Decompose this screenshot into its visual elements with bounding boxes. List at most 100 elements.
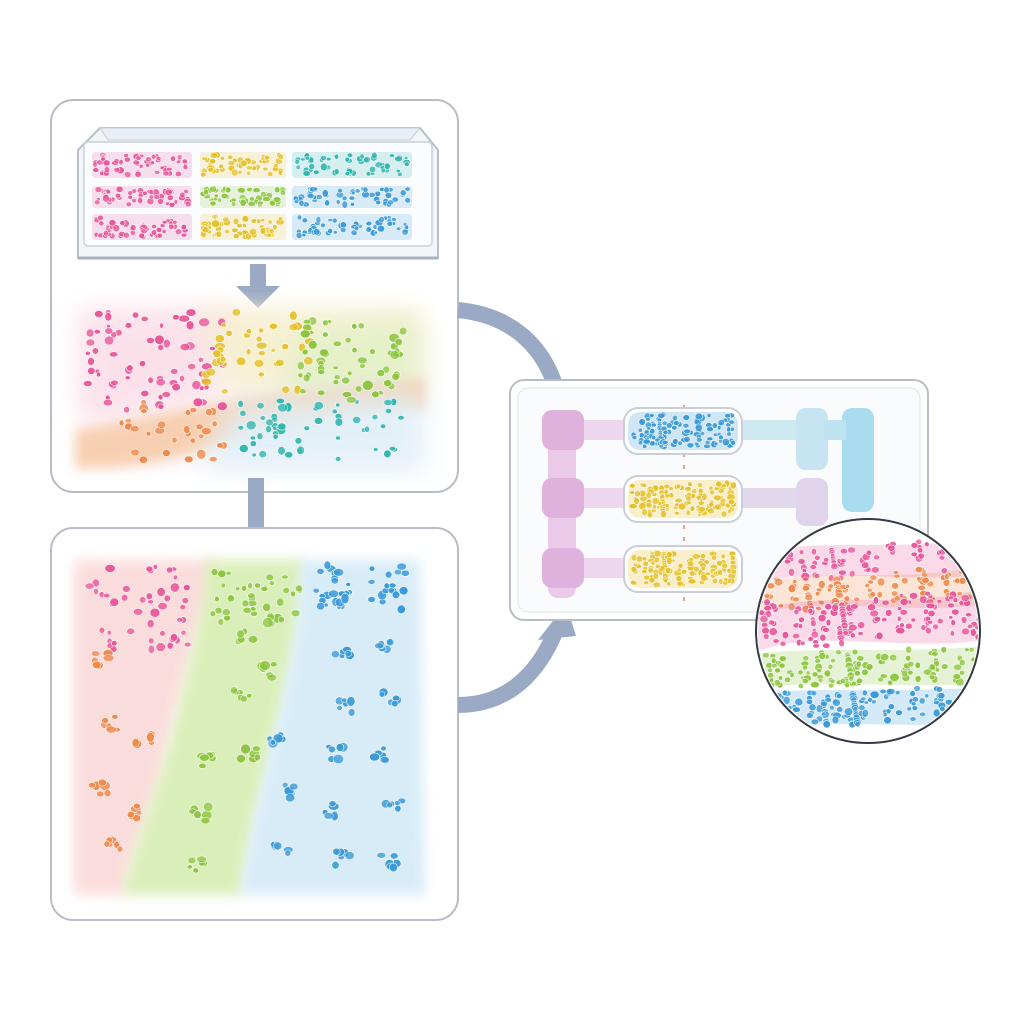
- channel-cell: [629, 483, 636, 489]
- zoom-cell: [969, 628, 977, 637]
- zoom-cell: [760, 681, 767, 686]
- zoom-cell: [763, 593, 771, 599]
- well-cell: [351, 190, 356, 196]
- stripe-cell-pink: [133, 608, 144, 616]
- spread-cell-teal: [380, 423, 387, 429]
- zoom-cell: [810, 619, 817, 628]
- stripe-cluster-blue: [323, 812, 334, 820]
- spread-cell-pink: [93, 329, 101, 335]
- zoom-cell: [920, 624, 927, 631]
- spread-cell-orange: [118, 419, 125, 427]
- zoom-cell: [956, 712, 964, 720]
- stripe-cluster-green: [247, 635, 259, 644]
- channel-cell: [700, 573, 708, 582]
- zoom-cell: [809, 564, 817, 570]
- well-cell: [227, 160, 236, 166]
- zoom-cell: [810, 630, 819, 639]
- zoom-cell: [979, 589, 987, 594]
- zoom-cell: [952, 597, 959, 603]
- stripe-cell-green: [250, 606, 257, 612]
- well-cell: [247, 200, 256, 207]
- zoom-cell: [910, 551, 918, 558]
- spread-cell-green: [302, 373, 311, 383]
- spread-cell-teal: [237, 399, 244, 408]
- well-cell: [134, 170, 142, 178]
- well-cell: [230, 197, 237, 203]
- well-cell: [294, 158, 300, 165]
- zoom-cell: [864, 582, 870, 588]
- spread-cell-orange: [189, 407, 198, 414]
- well-cell: [362, 186, 369, 193]
- stripe-cell-blue: [396, 604, 406, 615]
- well-cell: [153, 170, 161, 175]
- well-cell: [341, 195, 348, 201]
- zoom-cell: [765, 610, 772, 618]
- zoom-cell: [879, 653, 890, 662]
- well-cell: [332, 230, 338, 235]
- spread-cell-teal: [335, 435, 341, 441]
- spread-cell-pink: [124, 375, 131, 381]
- channel-cell: [666, 556, 673, 566]
- zoom-cell: [778, 715, 786, 721]
- stripe-cluster-blue: [369, 752, 381, 762]
- stripe-cell-green: [223, 614, 232, 622]
- spread-cell-yellow: [225, 329, 233, 337]
- well-cell: [380, 167, 386, 174]
- zoom-cell: [949, 630, 955, 637]
- channel-cell: [717, 568, 723, 576]
- well-cell: [272, 196, 282, 203]
- spread-cell-yellow: [257, 350, 266, 357]
- well-cell: [103, 166, 111, 173]
- zoom-cell: [768, 627, 778, 637]
- well-cell: [401, 228, 409, 236]
- stripe-cell-green: [220, 582, 226, 589]
- zoom-cell: [763, 604, 772, 612]
- zoom-cell: [777, 603, 784, 609]
- stripe-cluster-green: [240, 743, 251, 755]
- stripe-cluster-blue: [336, 705, 343, 711]
- channel-cell: [716, 559, 723, 567]
- channel-cell: [730, 568, 737, 575]
- zoom-cell: [891, 582, 899, 590]
- channel-cell: [649, 413, 655, 418]
- zoom-cell: [936, 617, 944, 625]
- channel-cell: [645, 501, 652, 508]
- spread-cell-green: [391, 372, 401, 381]
- stripe-cell-pink: [146, 619, 155, 629]
- stripe-cell-pink: [166, 566, 174, 574]
- spread-cell-yellow: [281, 385, 291, 394]
- stripe-cell-pink: [145, 565, 154, 573]
- stripe-cluster-blue: [394, 804, 402, 813]
- spread-cell-yellow: [303, 356, 314, 366]
- zoom-cell: [907, 669, 914, 676]
- channel-cell: [643, 574, 650, 581]
- channel-cell: [641, 568, 648, 575]
- spread-cell-green: [333, 374, 341, 381]
- zoom-cell: [758, 694, 761, 701]
- well-cell: [261, 159, 267, 165]
- zoom-cell: [863, 700, 869, 705]
- well-cell: [164, 188, 173, 196]
- stripe-cell-green: [262, 602, 271, 612]
- zoom-cell: [758, 672, 761, 681]
- channel-cell: [630, 566, 638, 573]
- spread-cell-green: [376, 369, 385, 377]
- spread-cell-orange: [145, 430, 152, 437]
- chip-channel: [623, 475, 743, 523]
- well-cell: [308, 163, 316, 170]
- zoom-cell: [767, 619, 775, 626]
- zoom-cell: [876, 590, 883, 599]
- zoom-cell: [845, 583, 850, 590]
- channel-cell: [642, 438, 651, 445]
- zoom-cell: [948, 595, 955, 600]
- well-cell: [320, 155, 327, 161]
- stripe-cluster-blue: [289, 782, 299, 791]
- well-cell: [137, 196, 144, 205]
- channel-cell: [710, 568, 717, 572]
- channel-cell: [673, 511, 680, 516]
- well-cell: [371, 151, 378, 159]
- zoom-cell: [873, 554, 881, 561]
- channel-cell: [686, 442, 695, 449]
- channel-cell: [683, 435, 691, 443]
- zoom-cell: [787, 584, 797, 593]
